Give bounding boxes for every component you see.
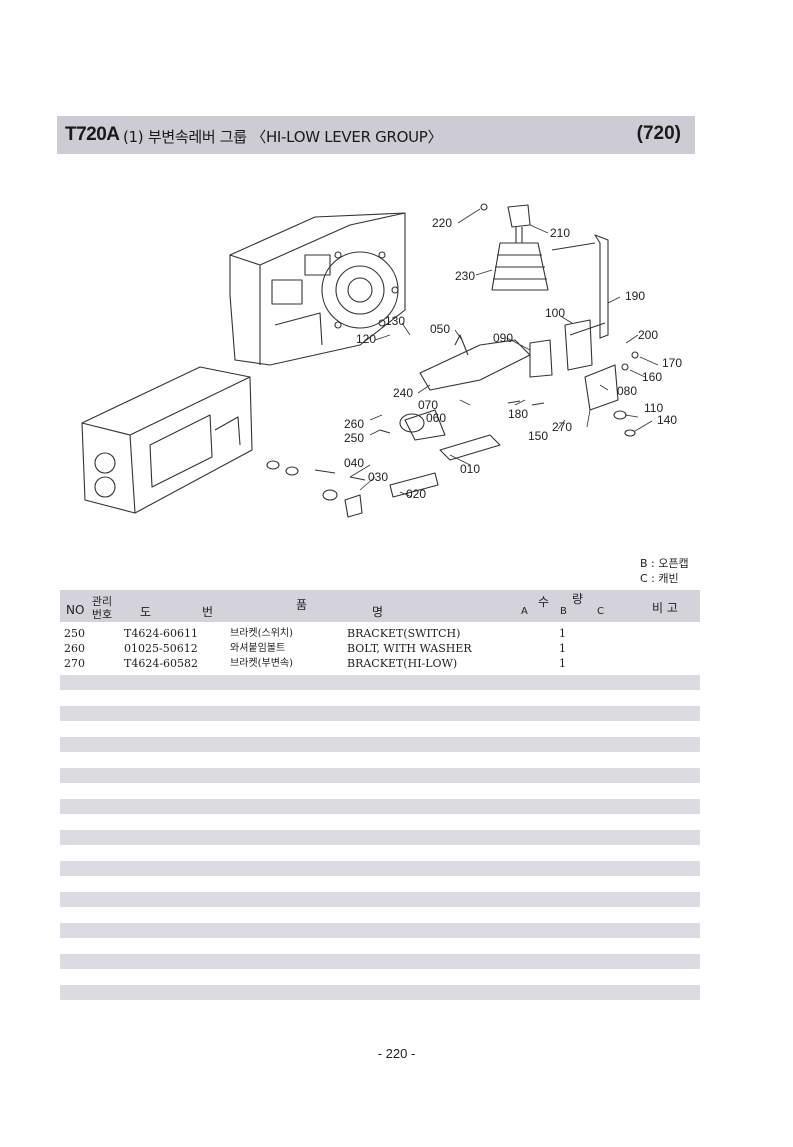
- row-name-kr: 와셔붙임볼트: [230, 643, 286, 654]
- page-number: - 220 -: [377, 1046, 416, 1061]
- parts-table-header: NO 관리 번호 도 번 품 명 수 량 A B C 비 고: [60, 590, 700, 622]
- col-drawing-1: 도: [140, 605, 152, 619]
- model-legend: B : 오픈캡 C : 캐빈: [640, 556, 689, 586]
- callout-060: 060: [426, 411, 446, 425]
- empty-row-stripe: [60, 737, 700, 752]
- callout-210: 210: [550, 226, 570, 240]
- lower-housing-drawing: [81, 366, 253, 514]
- row-drawing: 01025-50612: [124, 642, 198, 655]
- callout-140: 140: [657, 413, 677, 427]
- callout-190: 190: [625, 289, 645, 303]
- callout-260: 260: [344, 417, 364, 431]
- callout-040: 040: [344, 456, 364, 470]
- col-drawing-2: 번: [202, 605, 214, 619]
- empty-row-stripe: [60, 706, 700, 721]
- callout-130: 130: [385, 314, 405, 328]
- shaft-bracket-drawing: [266, 319, 639, 518]
- callout-050: 050: [430, 322, 450, 336]
- empty-row-stripe: [60, 923, 700, 938]
- empty-row-stripe: [60, 768, 700, 783]
- table-row: 260 01025-50612 와셔붙임볼트 BOLT, WITH WASHER…: [60, 642, 700, 656]
- group-title: (1) 부변속레버 그룹 〈HI-LOW LEVER GROUP〉: [123, 128, 443, 146]
- callout-170: 170: [662, 356, 682, 370]
- row-name-kr: 브라켓(스위치): [230, 628, 294, 639]
- callout-100: 100: [545, 306, 565, 320]
- col-no: NO: [66, 603, 85, 617]
- row-name-en: BRACKET(HI-LOW): [347, 657, 458, 670]
- upper-housing-drawing: [229, 212, 406, 366]
- row-drawing: T4624-60582: [124, 657, 199, 670]
- callout-250: 250: [344, 431, 364, 445]
- row-name-en: BOLT, WITH WASHER: [347, 642, 472, 655]
- row-name-kr: 브라켓(부변속): [230, 658, 294, 669]
- section-title-bar: T720A (1) 부변속레버 그룹 〈HI-LOW LEVER GROUP〉 …: [57, 116, 695, 154]
- callout-200: 200: [638, 328, 658, 342]
- callout-240: 240: [393, 386, 413, 400]
- empty-row-stripe: [60, 892, 700, 907]
- col-mgmt-number: 관리 번호: [91, 595, 113, 621]
- row-no: 260: [64, 642, 85, 655]
- row-qty-b: 1: [559, 657, 566, 670]
- callout-160: 160: [642, 370, 662, 384]
- row-no: 270: [64, 657, 85, 670]
- empty-row-stripe: [60, 954, 700, 969]
- callout-110: 110: [644, 401, 663, 415]
- callout-120: 120: [356, 332, 376, 346]
- col-qty-a: A: [521, 606, 528, 617]
- empty-row-stripe: [60, 799, 700, 814]
- lever-boot-drawing: [480, 203, 549, 291]
- empty-row-stripe: [60, 985, 700, 1000]
- callout-090: 090: [493, 331, 513, 345]
- legend-b: B : 오픈캡: [640, 557, 689, 570]
- col-qty-b: B: [560, 606, 567, 617]
- callout-220: 220: [432, 216, 452, 230]
- callout-180: 180: [508, 407, 528, 421]
- callout-230: 230: [455, 269, 475, 283]
- col-name-1: 품: [296, 598, 308, 612]
- row-drawing: T4624-60611: [124, 627, 199, 640]
- callout-020: 020: [406, 487, 426, 501]
- group-code: T720A: [65, 124, 120, 145]
- empty-row-stripe: [60, 830, 700, 845]
- row-name-en: BRACKET(SWITCH): [347, 627, 461, 640]
- callout-150: 150: [528, 429, 548, 443]
- table-row: 250 T4624-60611 브라켓(스위치) BRACKET(SWITCH)…: [60, 627, 700, 641]
- empty-row-stripe: [60, 675, 700, 690]
- col-qty-2: 량: [572, 592, 584, 606]
- lever-rod-drawing: [551, 234, 609, 339]
- legend-c: C : 캐빈: [640, 572, 679, 585]
- col-name-2: 명: [372, 605, 384, 619]
- callout-030: 030: [368, 470, 388, 484]
- callout-080: 080: [617, 384, 637, 398]
- group-number: (720): [636, 123, 681, 144]
- empty-row-stripe: [60, 861, 700, 876]
- exploded-parts-diagram: 220 210 230 190 100 200 130 050 090 120 …: [81, 203, 682, 518]
- col-remarks: 비 고: [652, 601, 678, 615]
- row-qty-b: 1: [559, 642, 566, 655]
- callout-070: 070: [418, 398, 438, 412]
- col-qty-c: C: [597, 606, 604, 617]
- callout-270: 270: [552, 420, 572, 434]
- row-no: 250: [64, 627, 85, 640]
- callout-010: 010: [460, 462, 480, 476]
- col-qty-1: 수: [538, 595, 550, 609]
- table-row: 270 T4624-60582 브라켓(부변속) BRACKET(HI-LOW)…: [60, 657, 700, 671]
- row-qty-b: 1: [559, 627, 566, 640]
